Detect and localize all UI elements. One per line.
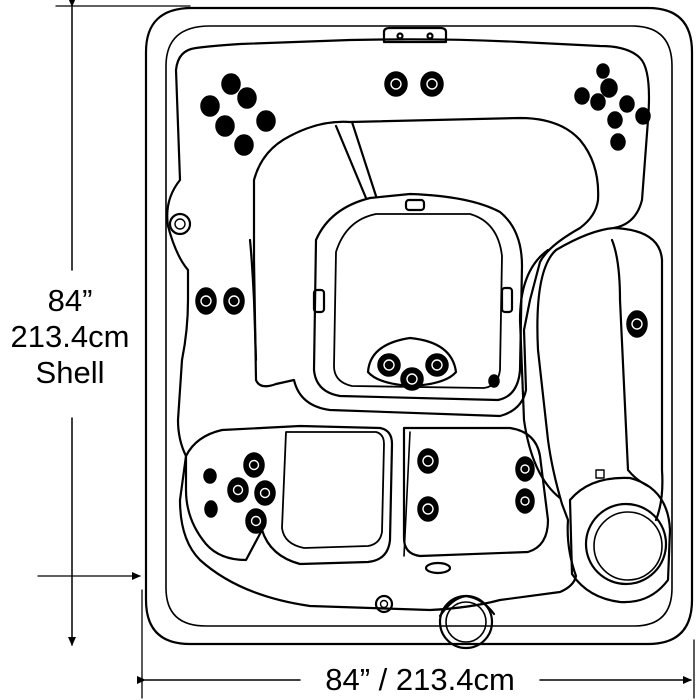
jet-group-top-left bbox=[200, 73, 276, 156]
seat-handle-left bbox=[312, 288, 326, 314]
jet-group-top-right bbox=[574, 63, 651, 151]
bottom-drain bbox=[438, 594, 496, 650]
jet-group-top-center bbox=[384, 71, 444, 97]
width-dimension-label: 84” / 213.4cm bbox=[325, 662, 515, 697]
width-dimension bbox=[137, 589, 695, 699]
jet-small-center bbox=[488, 374, 500, 388]
jet-group-left bbox=[195, 287, 245, 315]
height-dimension bbox=[37, 0, 191, 646]
height-cm: 213.4cm bbox=[10, 319, 130, 354]
filter-canister bbox=[568, 469, 672, 604]
footwell-outline bbox=[166, 38, 664, 612]
height-shell: Shell bbox=[35, 355, 105, 390]
center-seat-outer bbox=[252, 116, 600, 418]
jet-group-neck bbox=[377, 353, 449, 391]
shell-outer-edge bbox=[144, 6, 694, 646]
top-seat-handle bbox=[404, 198, 426, 212]
interior-contour bbox=[166, 38, 651, 612]
jet-group-right bbox=[626, 310, 648, 338]
center-seat-inner bbox=[312, 192, 524, 402]
jet-group-bottom-left bbox=[203, 452, 276, 534]
spa-shell bbox=[144, 6, 694, 646]
bottom-light bbox=[424, 561, 452, 575]
bottom-air-control bbox=[374, 594, 394, 614]
jets bbox=[195, 63, 651, 534]
jet-rings bbox=[200, 78, 643, 527]
lounge-edge bbox=[612, 226, 664, 522]
top-bracket bbox=[382, 26, 448, 44]
height-inches: 84” bbox=[47, 283, 93, 318]
neck-jet-cluster bbox=[366, 336, 458, 388]
height-dimension-label: 84” 213.4cm Shell bbox=[0, 283, 140, 391]
left-air-control bbox=[168, 212, 192, 236]
lower-middle-seat bbox=[402, 426, 550, 558]
jet-group-bottom-right bbox=[515, 456, 535, 514]
seat-handle-right bbox=[500, 286, 514, 314]
filter-lid bbox=[584, 502, 668, 586]
jet-group-bottom-middle bbox=[417, 448, 439, 522]
lower-left-seat bbox=[184, 424, 394, 566]
shell-inner-edge bbox=[165, 25, 673, 627]
